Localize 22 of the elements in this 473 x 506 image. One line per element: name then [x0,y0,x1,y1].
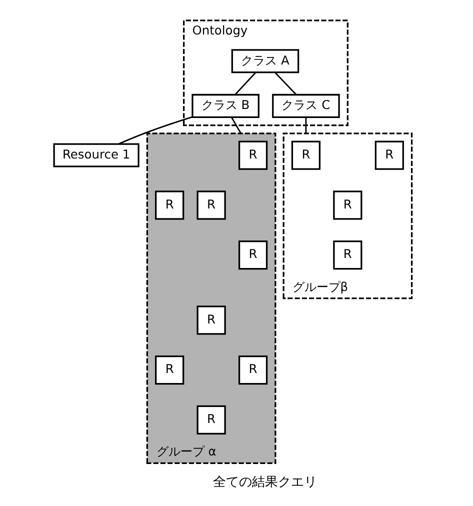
connector [304,117,306,134]
node-box: R [374,140,404,170]
node-box: クラス A [230,49,299,74]
label: 全ての結果クエリ [212,474,317,490]
node-box: クラス C [272,94,340,118]
node-box: R [290,140,320,170]
node-box: R [332,190,362,220]
node-box: R [154,190,184,220]
node-box: R [238,140,268,170]
connector [234,72,256,96]
node-box: Resource 1 [52,143,139,168]
node-box: R [238,240,268,270]
node-box: R [154,355,184,385]
node-box: R [196,306,226,335]
node-box: R [196,190,226,220]
node-box: クラス B [191,94,259,118]
node-box: R [238,355,268,385]
connector [118,116,192,145]
node-box: R [332,240,362,270]
connector [230,117,242,134]
connector [274,72,296,96]
node-box: R [196,405,226,434]
